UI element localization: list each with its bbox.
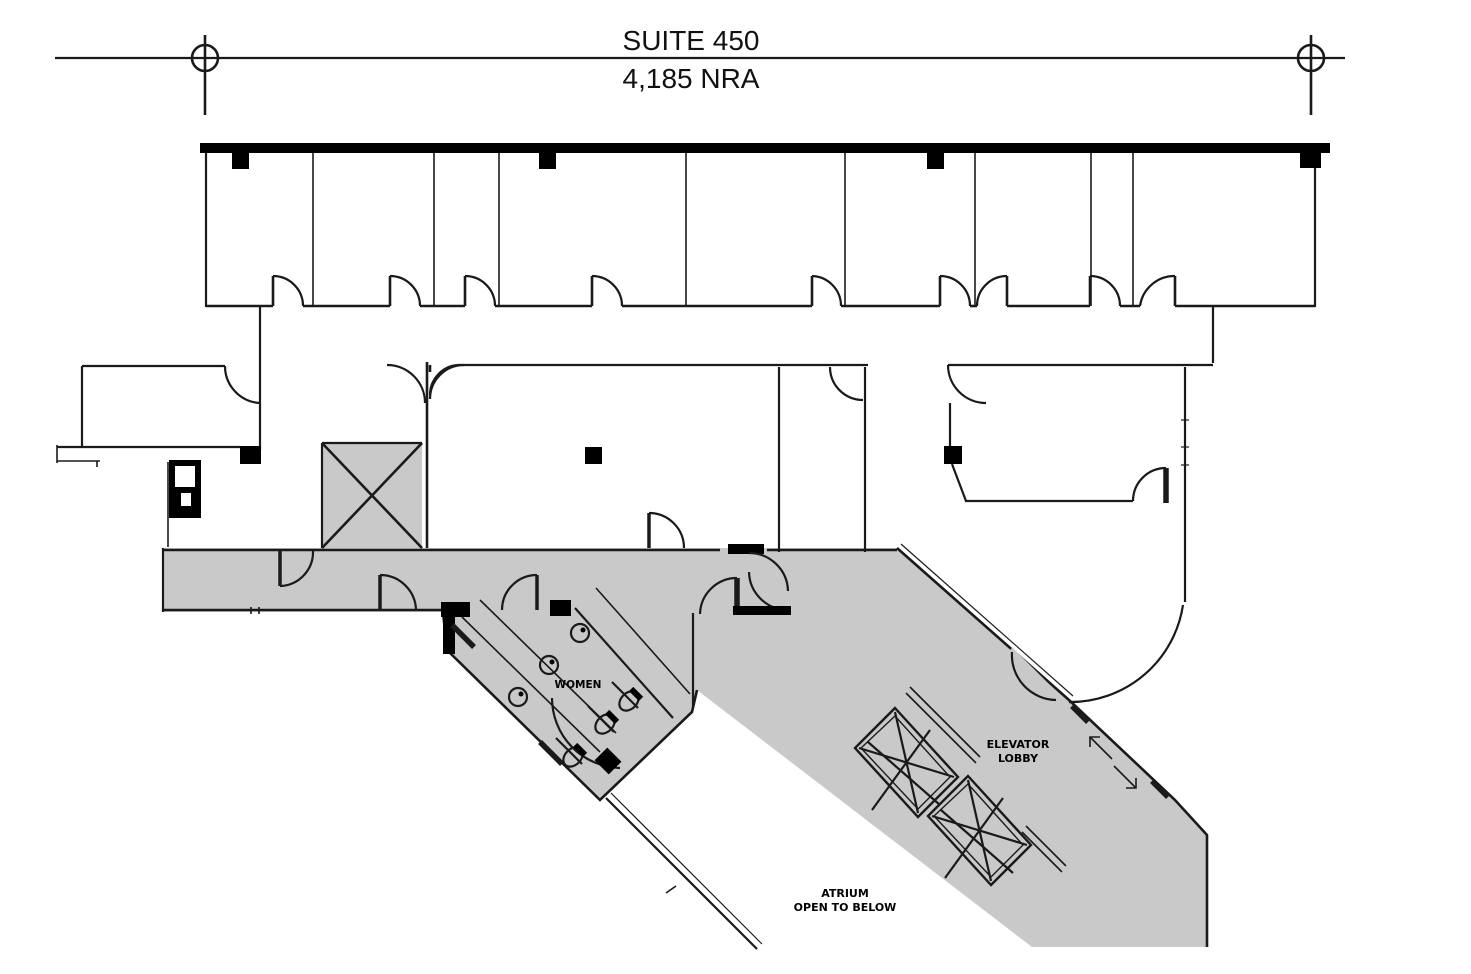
wall-corner (443, 612, 455, 654)
door-arc (428, 363, 459, 396)
door-arc (386, 363, 427, 404)
door-opening (1007, 647, 1059, 699)
page-title: SUITE 450 (623, 25, 760, 56)
column-marker (1300, 150, 1321, 168)
shaded-common-area (163, 548, 1207, 947)
door-arc (1010, 651, 1057, 702)
door-arc (379, 573, 418, 612)
restroom-block: WOMEN (441, 587, 699, 802)
elevator-door-wall (1025, 825, 1067, 867)
office-dividers (312, 153, 1134, 306)
sink (507, 622, 591, 708)
door-header (733, 606, 791, 615)
left-wing (56, 364, 261, 547)
top-offices (200, 143, 1330, 308)
column-marker (539, 152, 556, 169)
elevator-shaft (853, 686, 981, 819)
atrium-label-2: OPEN TO BELOW (794, 901, 897, 914)
elevator-door-wall (905, 692, 977, 764)
door-arc (698, 576, 738, 615)
elevator-lobby-label-1: ELEVATOR (987, 738, 1050, 751)
direction-arrows (1089, 736, 1137, 789)
shaft-x (940, 809, 1014, 874)
column-marker (944, 446, 962, 464)
title-block: SUITE 450 4,185 NRA (55, 25, 1345, 115)
door-arc (748, 551, 790, 592)
grid-marker-right (1296, 35, 1326, 115)
stall-post (594, 747, 622, 775)
door-arc (500, 573, 538, 611)
elevator-door-wall (1021, 831, 1063, 873)
toilet (594, 709, 620, 735)
column-marker (585, 447, 602, 464)
column-marker (927, 152, 944, 169)
door-header (550, 600, 571, 616)
shaft-x (871, 729, 931, 811)
atrium-label-1: ATRIUM (821, 887, 869, 900)
elevator-lobby: ELEVATOR LOBBY (853, 543, 1209, 947)
door-arc (946, 364, 987, 405)
elevator-shaft (926, 774, 1067, 887)
door-arc (223, 365, 261, 405)
right-rooms (944, 363, 1213, 704)
column-marker (240, 446, 261, 464)
elevator-door-wall (909, 686, 981, 758)
door-arc (828, 366, 864, 402)
office-doors (271, 274, 1177, 307)
stair-shaft (320, 362, 465, 549)
column-marker (232, 152, 249, 169)
door-header (728, 544, 764, 554)
sink-counter (461, 616, 601, 753)
toilet (618, 686, 644, 712)
toilet (562, 742, 588, 768)
grid-marker-left (190, 35, 220, 115)
elevator-lobby-label-2: LOBBY (998, 752, 1039, 765)
atrium: ATRIUM OPEN TO BELOW (794, 887, 897, 914)
toilet-stalls (450, 587, 691, 775)
atrium-railing (605, 792, 763, 950)
door-arc (279, 550, 315, 588)
door-arc (428, 363, 465, 400)
shaft-x (867, 741, 941, 806)
women-label: WOMEN (555, 679, 602, 691)
area-label: 4,185 NRA (623, 63, 760, 94)
lobby-entry-arc (1068, 604, 1185, 704)
door-arc (648, 511, 686, 549)
lobby-ne-wall-inner (900, 543, 1074, 697)
corridor (161, 544, 897, 615)
suite-entry (167, 460, 201, 547)
middle-rooms (428, 363, 868, 552)
shaft-x (944, 797, 1004, 879)
door-arc (1131, 466, 1167, 502)
stair-x (321, 442, 423, 549)
